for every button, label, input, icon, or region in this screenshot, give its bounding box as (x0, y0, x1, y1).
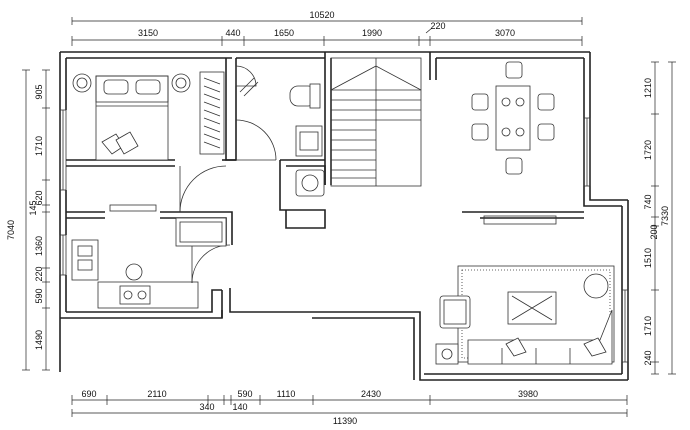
dim-right-seg-5: 1510 (643, 248, 653, 268)
chef-figure (125, 263, 143, 281)
dim-right-seg-6: 1710 (643, 316, 653, 336)
dim-left-seg-3: 620 (34, 190, 44, 205)
dim-bottom-seg-5: 2430 (361, 389, 381, 399)
dim-bottom-seg-2: 2110 (147, 389, 166, 399)
dim-top-seg-1: 3150 (138, 28, 158, 38)
sink (295, 169, 325, 197)
bathroom-fixtures (235, 65, 325, 197)
staircase (330, 57, 422, 187)
doors (179, 119, 277, 284)
top-dimension-chain: 10520 3150 440 1650 1990 220 3070 (71, 10, 583, 46)
dim-left-seg-5: 1360 (34, 236, 44, 256)
nightstand-right (171, 73, 191, 93)
dim-right-seg-7: 240 (643, 350, 653, 365)
dim-bottom-small-1: 340 (199, 402, 214, 412)
dim-bottom-seg-1: 690 (81, 389, 96, 399)
shower-icon (235, 65, 257, 87)
dim-top-seg-2: 440 (225, 28, 240, 38)
right-dimension-chain: 1210 1720 740 200 1510 1710 240 7330 (643, 61, 676, 375)
dim-top-overall: 10520 (309, 10, 334, 20)
dim-right-seg-1: 1210 (643, 78, 653, 98)
dim-left-seg-4: 145 (28, 200, 38, 215)
dim-bottom-seg-4: 1110 (277, 389, 296, 399)
armchair (439, 295, 471, 329)
dim-left-seg-6: 220 (34, 266, 44, 281)
bedroom-furniture (72, 71, 225, 212)
tv-wall-unit (483, 215, 557, 225)
lounge-chair (583, 273, 609, 299)
dining-table (495, 85, 531, 151)
cooktop (119, 285, 151, 305)
sofa (467, 309, 613, 365)
dim-left-seg-7: 590 (34, 288, 44, 303)
bottom-dimension-chain: 690 2110 590 1110 2430 3980 340 140 1139… (71, 389, 628, 426)
dim-top-seg-3: 1650 (274, 28, 294, 38)
dim-right-seg-4: 200 (649, 224, 659, 239)
left-dimension-chain: 7040 905 1710 620 145 1360 220 590 1490 (6, 69, 50, 371)
dim-left-seg-8: 1490 (34, 330, 44, 350)
dim-bottom-seg-6: 3980 (518, 389, 538, 399)
dim-bottom-small-2: 140 (232, 402, 247, 412)
dim-left-seg-2: 1710 (34, 136, 44, 156)
nightstand-left (72, 73, 92, 93)
dim-right-overall: 7330 (660, 206, 670, 226)
dim-top-seg-5: 220 (430, 21, 445, 31)
dim-right-seg-3: 740 (643, 194, 653, 209)
dim-top-seg-4: 1990 (362, 28, 382, 38)
fridge (175, 217, 227, 247)
kitchen (71, 217, 227, 309)
dim-bottom-overall: 11390 (333, 416, 357, 426)
dim-bottom-seg-3: 590 (237, 389, 252, 399)
dim-left-overall: 7040 (6, 220, 16, 240)
dim-left-seg-1: 905 (34, 84, 44, 99)
dim-right-seg-2: 1720 (643, 140, 653, 160)
dining-set (471, 61, 555, 175)
stair-treads (331, 99, 421, 179)
dim-top-seg-6: 3070 (495, 28, 515, 38)
living-room (435, 215, 615, 365)
side-table (435, 343, 459, 365)
